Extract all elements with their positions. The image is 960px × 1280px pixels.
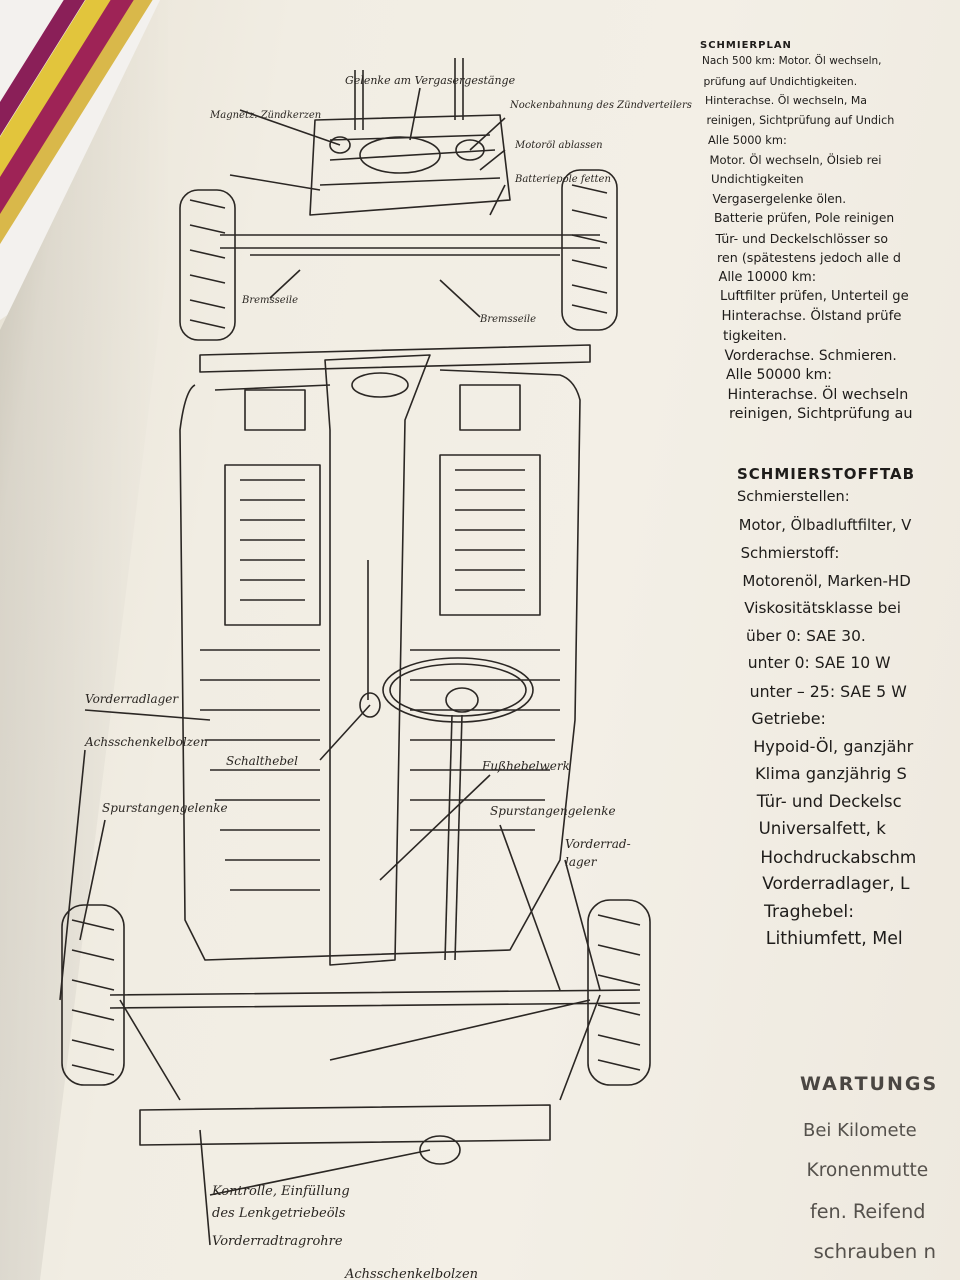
label-kontrolle-1: Kontrolle, Einfüllung [211,1184,350,1199]
label-nockenbuegel: Nockenbahnung des Zündverteilers [509,100,692,111]
label-vorderradlager-right-2: lager [565,855,598,869]
text-line: Lithiumfett, Mel [765,929,903,949]
text-line: Batterie prüfen, Pole reinigen [714,211,895,225]
text-line: unter – 25: SAE 5 W [749,681,907,701]
text-line: Hinterachse. Öl wechseln, Ma [705,94,867,107]
text-line: Vorderradlager, L [762,874,910,894]
text-line: Alle 50000 km: [726,367,832,383]
label-motoroel: Motoröl ablassen [514,140,603,151]
label-magnetzuendkerzen: Magnetz. Zündkerzen [209,110,321,121]
label-schalthebel: Schalthebel [226,754,298,768]
text-line: Schmierstoff: [740,544,840,562]
text-line: Getriebe: [751,709,826,728]
text-line: Traghebel: [764,901,854,922]
label-vorderradlager-right-1: Vorderrad- [565,837,631,851]
schmierplan-title: SCHMIERPLAN [700,40,792,51]
text-line: Tür- und Deckelschlösser so [715,230,889,246]
text-line: schrauben n [813,1240,937,1263]
text-line: Universalfett, k [758,819,886,838]
text-line: tigkeiten. [723,328,787,344]
text-line: unter 0: SAE 10 W [747,654,891,672]
text-line: über 0: SAE 30. [746,626,866,645]
text-line: Vergasergelenke ölen. [712,191,847,206]
text-line: Tür- und Deckelsc [756,791,902,811]
text-line: fen. Reifend [810,1200,926,1223]
text-line: Klima ganzjährig S [755,764,907,783]
label-spurstangengelenke-right: Spurstangengelenke [490,804,616,818]
label-vorderradlager-left: Vorderradlager [85,692,179,706]
text-line: Schmierstellen: [737,489,850,505]
label-batterie: Batteriepole fetten [514,174,611,185]
label-vergasergestaenge: Gelenke am Vergasergestänge [345,74,516,87]
schmierstoff-title: SCHMIERSTOFFTAB [737,465,916,483]
label-kontrolle-2: des Lenkgetriebeöls [212,1206,346,1221]
text-line: Hochdruckabschm [760,846,917,867]
text-line: Motorenöl, Marken-HD [742,571,911,590]
text-line: Hinterachse. Öl wechseln [727,386,909,403]
text-line: ren (spätestens jedoch alle d [717,250,901,265]
text-line: Nach 500 km: Motor. Öl wechseln, [702,55,882,67]
text-line: Undichtigkeiten [711,172,804,186]
text-line: Hypoid-Öl, ganzjähr [753,736,914,756]
wartung-title: WARTUNGS [800,1073,939,1095]
label-bremsseil-right: Bremsseile [479,314,536,325]
label-spurstangengelenke-left: Spurstangengelenke [102,801,228,815]
label-achsschenkel-bottom: Achsschenkelbolzen [344,1267,478,1280]
label-achsschenkelbolzen: Achsschenkelbolzen [84,735,208,749]
text-line: prüfung auf Undichtigkeiten. [703,74,858,88]
text-line: Luftfilter prüfen, Unterteil ge [720,289,909,304]
text-line: Kronenmutte [806,1160,929,1181]
text-line: reinigen, Sichtprüfung auf Undich [706,113,895,127]
text-line: Motor, Ölbadluftfilter, V [738,516,912,534]
text-line: Hinterachse. Ölstand prüfe [721,308,902,324]
text-line: reinigen, Sichtprüfung au [729,406,913,422]
label-bremsseil-left: Bremsseile [241,295,298,306]
text-line: Alle 10000 km: [718,269,817,285]
text-line: Bei Kilomete [803,1120,917,1141]
text-line: Motor. Öl wechseln, Ölsieb rei [709,152,882,167]
label-vorderradtragrohre: Vorderradtragrohre [212,1234,343,1249]
text-line: Alle 5000 km: [708,133,787,147]
label-fusshebelwerk: Fußhebelwerk [481,759,570,773]
text-line: Vorderachse. Schmieren. [724,347,897,364]
text-line: Viskositätsklasse bei [744,599,902,617]
